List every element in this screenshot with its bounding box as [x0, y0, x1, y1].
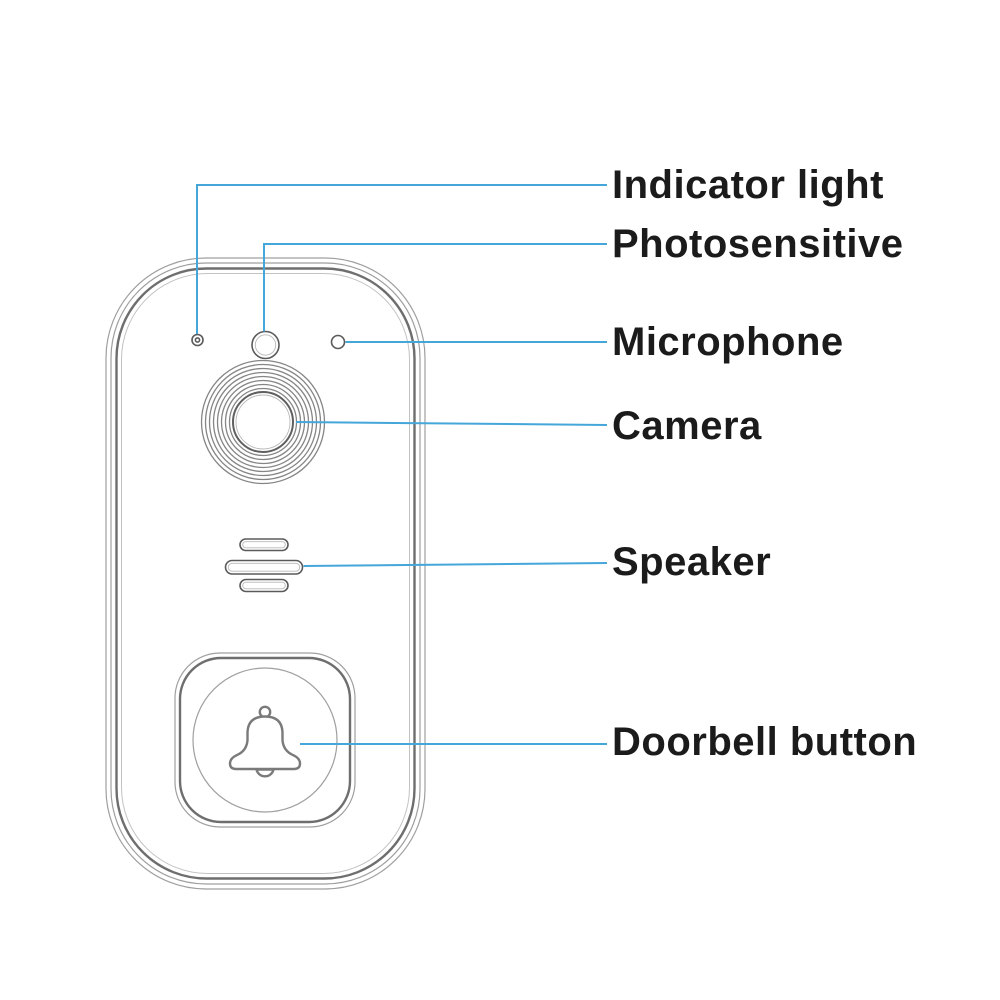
leader-lines [196, 184, 608, 745]
leader-speaker [303, 562, 608, 567]
indicator-light-led [191, 333, 204, 347]
label-indicator-light: Indicator light [612, 163, 884, 207]
leader-indicator-light [196, 184, 607, 334]
bell-icon [228, 705, 302, 778]
microphone-hole [330, 334, 346, 350]
leader-photosensitive [263, 243, 607, 332]
doorbell-button [174, 652, 356, 828]
label-doorbell-button: Doorbell button [612, 720, 918, 764]
speaker-grille [224, 538, 304, 593]
leader-camera [295, 421, 608, 426]
label-camera: Camera [612, 404, 762, 448]
label-photosensitive: Photosensitive [612, 222, 904, 266]
label-speaker: Speaker [612, 540, 772, 584]
device-body-outline [105, 257, 426, 890]
photosensitive-sensor [251, 330, 280, 360]
label-microphone: Microphone [612, 320, 844, 364]
